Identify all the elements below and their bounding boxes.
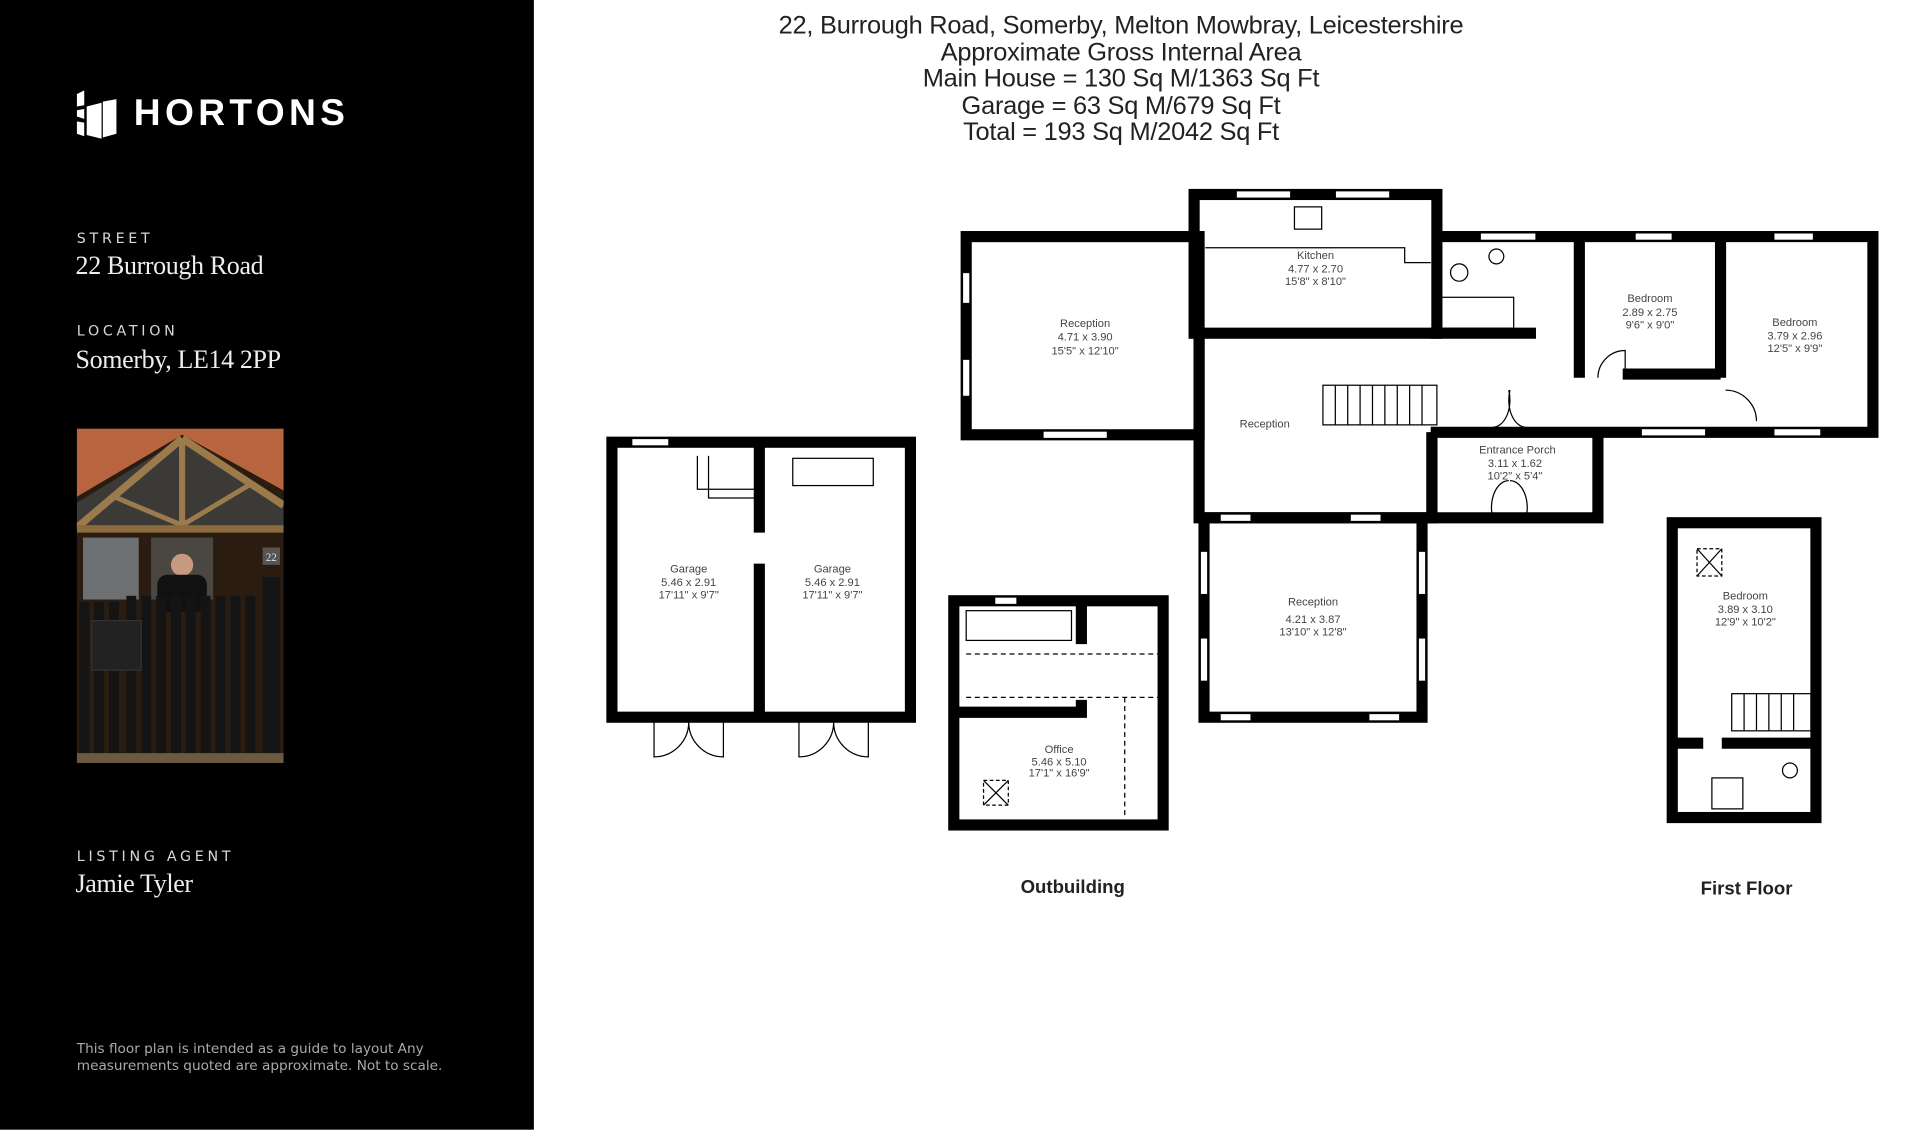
brand-name: HORTONS: [133, 92, 350, 134]
street-label: STREET: [76, 229, 154, 247]
agent-property-photo: 22: [76, 428, 284, 764]
room-metric: 2.89 x 2.75: [1622, 307, 1677, 319]
location-label: LOCATION: [76, 322, 179, 340]
garage-area: Garage = 63 Sq M/679 Sq Ft: [961, 91, 1281, 120]
main-house-area: Main House = 130 Sq M/1363 Sq Ft: [922, 64, 1320, 93]
room-name: Bedroom: [1772, 317, 1817, 329]
room-imperial: 10'2" x 5'4": [1488, 470, 1543, 482]
room-imperial: 17'11" x 9'7": [802, 589, 862, 601]
outbuilding-label: Outbuilding: [1021, 876, 1125, 897]
room-name: Reception: [1060, 318, 1110, 330]
property-address: 22, Burrough Road, Somerby, Melton Mowbr…: [778, 11, 1464, 40]
area-title: Approximate Gross Internal Area: [940, 37, 1302, 67]
location-value: Somerby, LE14 2PP: [75, 344, 282, 375]
room-name: Reception: [1288, 597, 1338, 609]
hortons-logo: HORTONS: [76, 89, 350, 139]
agent-name: Jamie Tyler: [75, 868, 194, 899]
room-metric: 3.11 x 1.62: [1488, 458, 1542, 470]
room-imperial: 15'5" x 12'10": [1051, 345, 1118, 357]
room-metric: 3.89 x 3.10: [1718, 604, 1773, 616]
total-area: Total = 193 Sq M/2042 Sq Ft: [963, 117, 1279, 147]
disclaimer: This floor plan is intended as a guide t…: [76, 1040, 443, 1074]
room-imperial: 17'11" x 9'7": [659, 589, 719, 601]
first-floor-label: First Floor: [1701, 877, 1793, 898]
room-metric: 4.77 x 2.70: [1288, 264, 1343, 276]
sidebar: HORTONS STREET 22 Burrough Road LOCATION…: [0, 0, 534, 1130]
room-labels: Reception 4.71 x 3.90 15'5" x 12'10" Kit…: [659, 250, 1823, 780]
room-imperial: 15'8" x 8'10": [1285, 276, 1346, 288]
room-imperial: 13'10" x 12'8": [1279, 626, 1346, 638]
fixtures: [653, 206, 1812, 818]
room-name: Bedroom: [1627, 293, 1672, 305]
room-name: Bedroom: [1723, 591, 1768, 603]
room-metric: 5.46 x 2.91: [805, 577, 860, 589]
floorplan-header: 22, Burrough Road, Somerby, Melton Mowbr…: [694, 12, 1549, 145]
room-metric: 3.79 x 2.96: [1767, 330, 1822, 342]
street-value: 22 Burrough Road: [75, 250, 264, 280]
room-imperial: 12'9" x 10'2": [1715, 617, 1776, 629]
room-name: Kitchen: [1297, 250, 1334, 262]
room-imperial: 12'5" x 9'9": [1767, 343, 1822, 355]
walls: [606, 188, 1879, 831]
room-name: Entrance Porch: [1479, 444, 1556, 456]
room-name: Office: [1045, 744, 1074, 756]
windows: [631, 190, 1822, 722]
room-name: Garage: [814, 563, 851, 575]
room-metric: 4.71 x 3.90: [1058, 332, 1113, 344]
room-metric: 5.46 x 2.91: [661, 577, 716, 589]
hortons-logo-icon: [76, 90, 117, 139]
house-number: 22: [266, 552, 277, 564]
agent-label: LISTING AGENT: [76, 847, 235, 865]
room-name: Reception: [1240, 418, 1290, 430]
room-name: Garage: [670, 563, 707, 575]
room-imperial: 17'1" x 16'9": [1029, 768, 1090, 780]
room-imperial: 9'6" x 9'0": [1626, 319, 1675, 331]
room-metric: 5.46 x 5.10: [1032, 757, 1087, 769]
room-metric: 4.21 x 3.87: [1285, 614, 1340, 626]
